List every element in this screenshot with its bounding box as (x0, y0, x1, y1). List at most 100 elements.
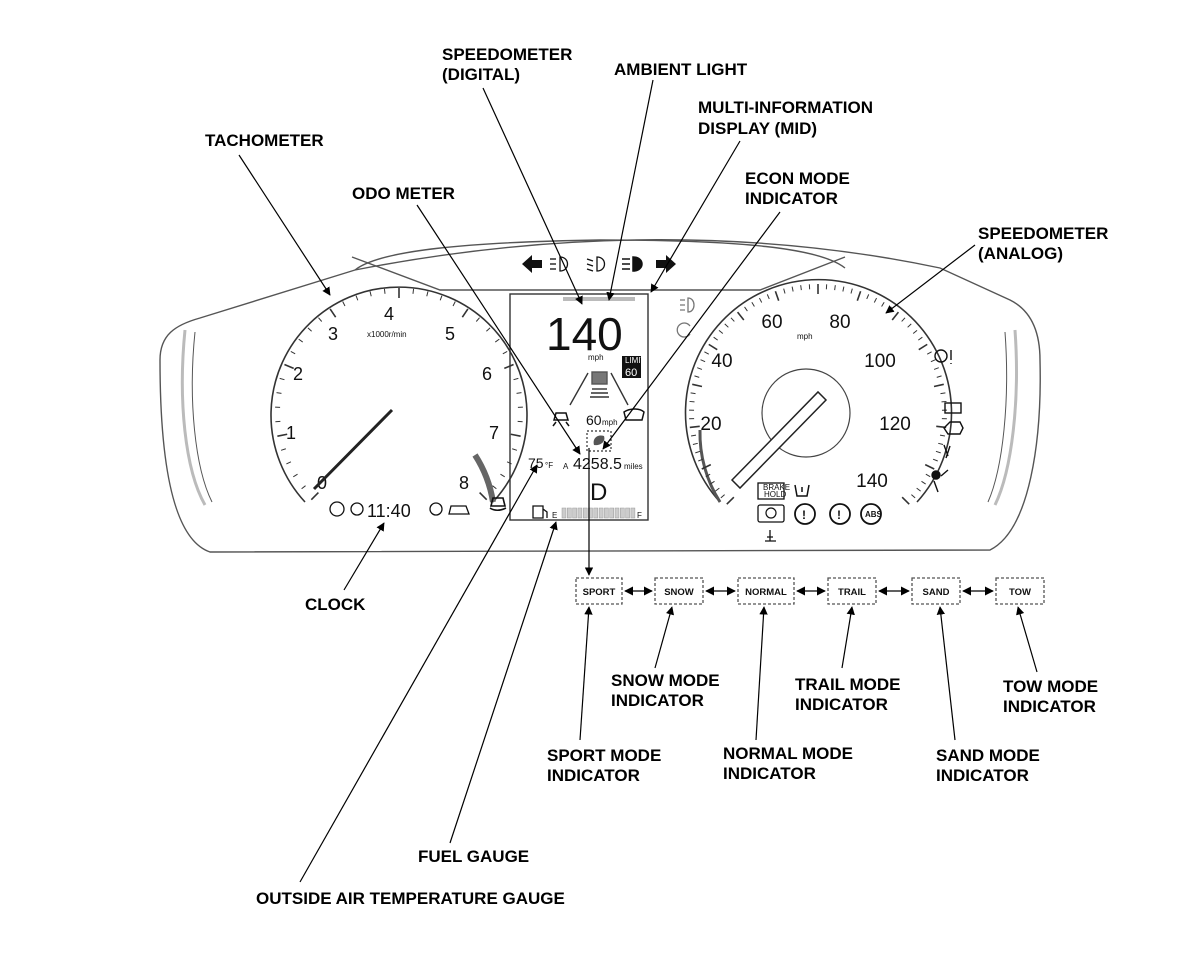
label-sport-mode-2: INDICATOR (547, 766, 640, 785)
speedo-tick (907, 323, 912, 328)
speedo-tick (881, 302, 885, 307)
speedo-tick (901, 496, 910, 505)
speedo-tick (925, 473, 931, 478)
tach-tick (293, 473, 298, 478)
tach-tick (355, 295, 359, 301)
info-icon (350, 502, 364, 516)
speedo-tick (916, 487, 921, 492)
mode-trail: TRAIL (838, 587, 866, 598)
tach-tick (504, 363, 514, 370)
speedo-tick (911, 494, 916, 499)
airbag-icon (931, 470, 941, 480)
tach-tick (439, 295, 443, 301)
label-odo-meter: ODO METER (352, 184, 455, 203)
tach-number: 8 (459, 473, 469, 493)
speedo-tick (692, 383, 703, 388)
fuel-segment (593, 507, 599, 519)
speedo-tick (873, 297, 878, 303)
tach-tick (342, 301, 346, 307)
label-sport-mode-1: SPORT MODE (547, 746, 661, 765)
speedo-tick (700, 359, 706, 363)
traction-control-icon (489, 497, 507, 512)
speedo-tick (701, 463, 712, 470)
tach-tick (277, 433, 288, 437)
fuel-full-label: F (637, 511, 642, 520)
brake-warning-icon (829, 503, 851, 525)
label-speedometer-digital-2: (DIGITAL) (442, 65, 520, 84)
speedo-tick (935, 450, 941, 454)
tach-tick (502, 350, 508, 355)
speedo-tick (758, 297, 763, 303)
label-econ-mode-1: ECON MODE (745, 169, 850, 188)
label-mid-1: MULTI-INFORMATION (698, 98, 873, 117)
label-snow-mode-2: INDICATOR (611, 691, 704, 710)
tach-tick (426, 291, 429, 297)
speedo-tick (774, 290, 780, 301)
low-beam-icon (586, 256, 606, 272)
label-sand-mode-2: INDICATOR (936, 766, 1029, 785)
warning-lamps: BRAKE HOLD ! ! ABS (757, 482, 883, 542)
brake-hold-label-2: HOLD (764, 490, 786, 499)
speedo-tick (690, 392, 696, 395)
drive-mode-indicators: SPORT SNOW NORMAL TRAIL SAND TOW (575, 577, 1045, 605)
seatbelt-icon (943, 444, 951, 459)
tachometer: x1000r/min 0 1 2 3 4 5 6 7 8 (270, 286, 528, 503)
label-speedometer-analog-2: (ANALOG) (978, 244, 1063, 263)
seatbelt-reminder-icon (429, 502, 443, 516)
label-tow-mode-1: TOW MODE (1003, 677, 1098, 696)
power-steering-icon (934, 349, 948, 363)
auto-idle-stop-icon (329, 501, 345, 517)
econ-mode-box (586, 430, 612, 452)
speedo-tick (736, 311, 745, 321)
lane-assist-icon (552, 412, 570, 427)
speedo-tick (689, 425, 700, 429)
tach-tick (512, 448, 518, 451)
forward-collision-icon (623, 408, 645, 421)
parking-brake-small-icon (757, 504, 785, 523)
mode-tow: TOW (1009, 587, 1031, 598)
speedo-number: 80 (829, 312, 850, 333)
top-indicators (522, 255, 676, 273)
tach-tick (492, 485, 497, 490)
speed-limit-value: 60 (625, 367, 637, 379)
speedo-tick (704, 351, 710, 355)
mode-snow: SNOW (664, 587, 694, 598)
label-tow-mode-2: INDICATOR (1003, 697, 1096, 716)
tach-tick (279, 377, 285, 381)
analog-speedometer: mph 20 40 60 80 100 120 140 (684, 278, 953, 505)
odo-unit: miles (624, 462, 643, 471)
tach-tick (290, 350, 296, 355)
acc-speed-unit: mph (602, 418, 618, 427)
speedo-tick (690, 434, 697, 437)
speedo-tick (866, 294, 870, 300)
tach-tick (301, 485, 306, 490)
svg-text:!: ! (837, 508, 841, 522)
tach-tick (412, 288, 415, 294)
tach-tick (318, 317, 323, 322)
mode-box-normal (737, 577, 795, 605)
speedo-tick (834, 285, 836, 291)
fuel-segment (620, 507, 625, 519)
speedo-tick (921, 480, 926, 485)
outside-temp-value: 75 (528, 455, 544, 471)
digital-speed: 140 (546, 308, 623, 360)
label-normal-mode-1: NORMAL MODE (723, 744, 853, 763)
tach-number: 5 (445, 324, 455, 344)
tach-tick (494, 338, 500, 343)
brake-hold-icon (757, 482, 785, 500)
fuel-segment (625, 507, 630, 519)
speedo-number: 60 (761, 312, 782, 333)
mode-box-tow (995, 577, 1045, 605)
brake-hold-label-1: BRAKE (763, 483, 790, 492)
check-engine-icon (943, 421, 964, 435)
mode-box-snow (654, 577, 704, 605)
speedo-tick (766, 294, 770, 300)
tach-tick (383, 288, 386, 294)
tach-tick (298, 338, 304, 343)
tach-number: 2 (293, 364, 303, 384)
speedo-tick (850, 288, 853, 294)
speedo-tick (698, 458, 704, 462)
coolant-temp-icon (765, 530, 776, 542)
econ-leaf-icon (593, 435, 605, 446)
right-turn-signal-icon (656, 255, 676, 273)
